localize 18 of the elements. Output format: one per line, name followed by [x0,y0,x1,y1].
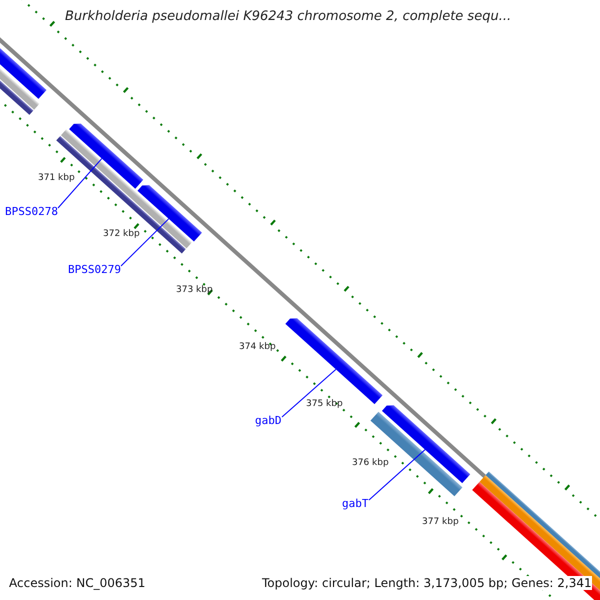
gene-label: gabT [342,497,368,510]
scale-label: 374 kbp [239,342,276,352]
scale-label: 372 kbp [103,229,140,239]
map-title: Burkholderia pseudomallei K96243 chromosome 2, complete sequ... [65,9,512,24]
leader-line [368,449,426,500]
scale-label: 376 kbp [352,458,389,468]
scale-label: 371 kbp [38,173,75,183]
leader-line [282,368,336,418]
gene-label: BPSS0278 [5,205,58,218]
gene-label: BPSS0279 [68,263,121,276]
gene-label: gabD [255,414,282,427]
info-text: Accession: NC_006351 [9,576,146,590]
scale-label: 375 kbp [306,399,343,409]
scale-label: 373 kbp [176,285,213,295]
info-text: Topology: circular; Length: 3,173,005 bp; Genes: 2,341 [262,576,592,590]
scale-label: 377 kbp [422,517,459,527]
leader-line [58,158,102,208]
leader-line [120,218,170,266]
